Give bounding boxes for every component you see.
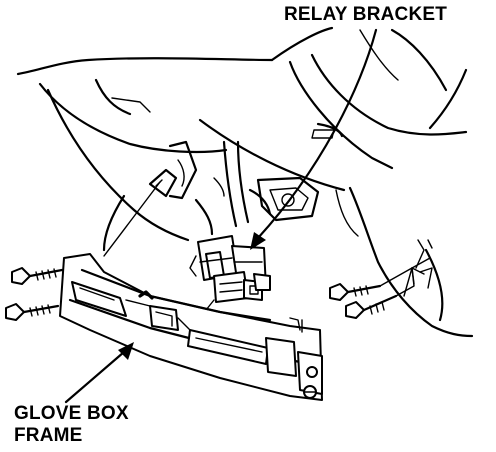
bolt-icon	[329, 283, 382, 301]
arrow-icon	[250, 28, 378, 250]
glove-box-frame-label: GLOVE BOX FRAME	[14, 403, 129, 447]
bolt-icon	[345, 294, 398, 319]
bolt-icon	[5, 303, 60, 321]
dashboard-outline	[16, 26, 468, 192]
arrow-icon	[64, 342, 134, 404]
bolt-icon	[11, 267, 64, 285]
relay-bracket-assembly	[189, 235, 271, 313]
hoses	[213, 140, 320, 228]
relay-bracket-label: RELAY BRACKET	[284, 4, 448, 25]
glove-box-frame-label-line2: FRAME	[14, 425, 83, 446]
side-panel	[335, 186, 474, 338]
glove-box-frame	[59, 253, 323, 401]
glove-box-frame-label-line1: GLOVE BOX	[14, 403, 129, 424]
leader-lines	[103, 181, 431, 333]
